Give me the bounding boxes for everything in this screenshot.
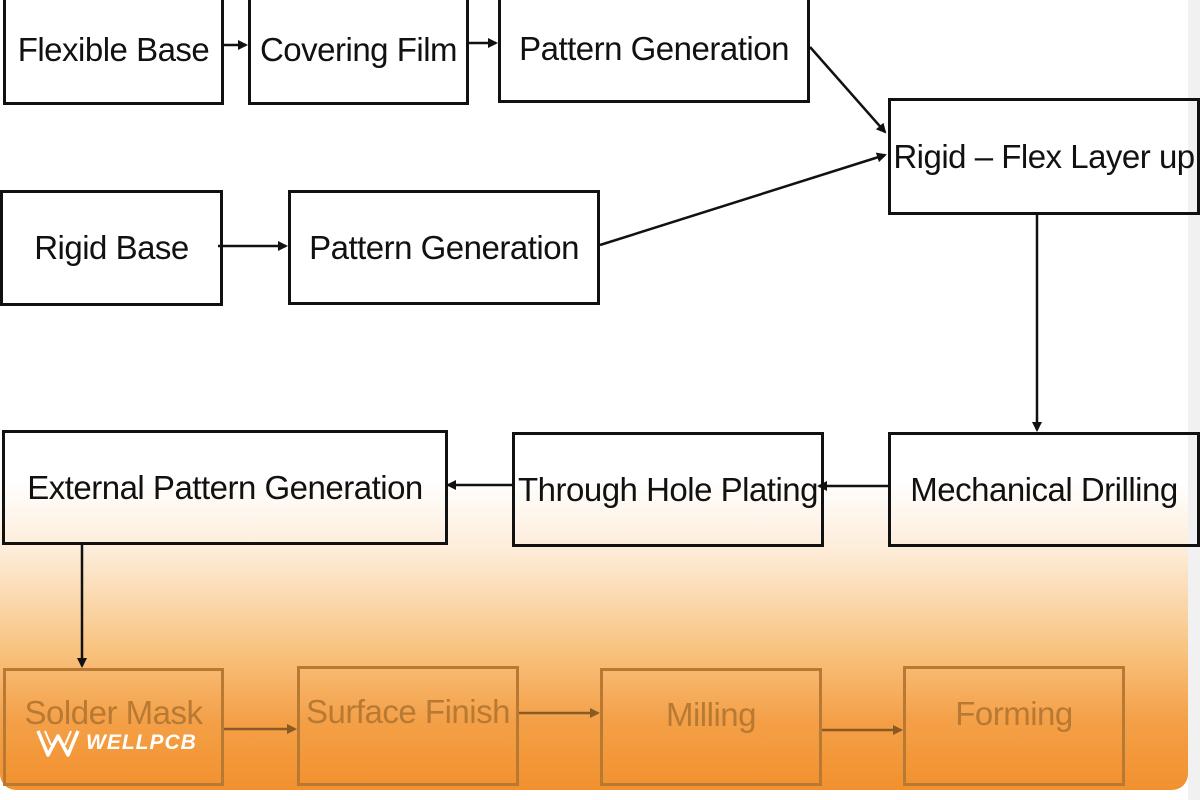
node-forming: Forming (903, 666, 1125, 786)
node-milling-label: Milling (665, 696, 757, 733)
node-surface-finish: Surface Finish (297, 666, 519, 786)
node-solder-mask-label: Solder Mask (24, 694, 203, 731)
node-mechanical-drilling-label: Mechanical Drilling (910, 470, 1178, 508)
wellpcb-watermark: WELLPCB (36, 728, 197, 758)
wellpcb-logo-icon (36, 730, 80, 757)
node-rigid-flex-layer-up: Rigid – Flex Layer up (888, 98, 1200, 215)
node-pattern-generation-flex: Pattern Generation (498, 0, 810, 103)
node-flexible-base-label: Flexible Base (17, 30, 210, 68)
node-flexible-base: Flexible Base (3, 0, 224, 105)
node-pattern-generation-flex-label: Pattern Generation (519, 29, 789, 67)
orange-gradient-background (0, 0, 1188, 790)
node-pattern-generation-rigid-label: Pattern Generation (309, 228, 579, 266)
node-rigid-base: Rigid Base (0, 190, 223, 306)
node-pattern-generation-rigid: Pattern Generation (288, 190, 600, 305)
arrow-pattern-generation-to-rigid-flex (809, 46, 887, 134)
node-rigid-flex-layer-up-label: Rigid – Flex Layer up (893, 137, 1195, 175)
node-external-pattern-generation: External Pattern Generation (2, 430, 448, 545)
node-mechanical-drilling: Mechanical Drilling (888, 432, 1200, 547)
node-covering-film-label: Covering Film (259, 30, 458, 68)
node-milling: Milling (600, 668, 822, 786)
node-solder-mask: Solder Mask (3, 668, 224, 786)
arrow-rigid-pattern-generation-to-rigid-flex (599, 152, 887, 247)
wellpcb-logo-text: WELLPCB (86, 731, 197, 754)
node-surface-finish-label: Surface Finish (306, 693, 510, 730)
node-rigid-base-label: Rigid Base (34, 229, 189, 266)
node-external-pattern-generation-label: External Pattern Generation (27, 468, 423, 506)
node-covering-film: Covering Film (248, 0, 469, 105)
node-forming-label: Forming (955, 695, 1073, 732)
node-through-hole-plating: Through Hole Plating (512, 432, 824, 547)
node-through-hole-plating-label: Through Hole Plating (517, 470, 819, 508)
